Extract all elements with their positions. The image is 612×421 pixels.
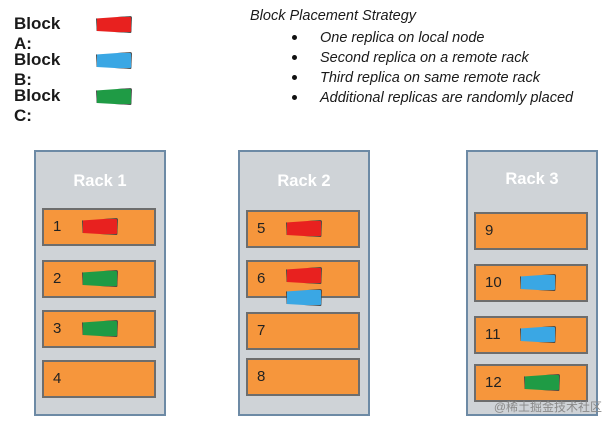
node-8: 8	[246, 358, 360, 396]
strategy-item-text: Second replica on a remote rack	[320, 50, 529, 66]
bullet-icon	[292, 35, 297, 40]
node-blocks	[82, 320, 124, 342]
rack-title: Rack 2	[277, 172, 331, 190]
node-blocks	[520, 326, 562, 348]
rack-2: Rack 2 5 6 7 8	[238, 150, 370, 416]
node-4: 4	[42, 360, 156, 398]
legend-label: Block B:	[14, 50, 61, 89]
node-blocks	[286, 267, 358, 311]
node-12: 12	[474, 364, 588, 402]
node-11: 11	[474, 316, 588, 354]
node-number: 11	[485, 326, 501, 343]
node-5: 5	[246, 210, 360, 248]
rack-1: Rack 1 1 2 3 4	[34, 150, 166, 416]
node-number: 4	[53, 370, 62, 387]
node-blocks	[524, 374, 566, 396]
node-3: 3	[42, 310, 156, 348]
node-number: 10	[485, 274, 502, 291]
node-number: 6	[257, 270, 266, 287]
node-number: 7	[257, 322, 266, 339]
node-blocks	[82, 218, 124, 240]
strategy-item-text: One replica on local node	[320, 30, 485, 46]
block-a	[286, 267, 322, 284]
strategy-item: One replica on local node	[250, 28, 573, 48]
rack-title: Rack 3	[505, 170, 559, 188]
legend-label: Block C:	[14, 86, 61, 125]
strategy-item-text: Additional replicas are randomly placed	[320, 90, 574, 106]
block-b	[520, 274, 556, 291]
node-blocks	[520, 274, 562, 296]
node-number: 9	[485, 222, 494, 239]
node-6: 6	[246, 260, 360, 306]
node-10: 10	[474, 264, 588, 302]
node-blocks	[82, 270, 124, 292]
block-a	[82, 218, 118, 235]
block-a	[286, 220, 322, 237]
bullet-icon	[292, 75, 297, 80]
placement-strategy: Block Placement Strategy One replica on …	[250, 8, 573, 108]
node-number: 5	[257, 220, 266, 237]
node-number: 1	[53, 218, 62, 235]
node-number: 2	[53, 270, 62, 287]
block-c	[82, 320, 118, 337]
node-7: 7	[246, 312, 360, 350]
bullet-icon	[292, 55, 297, 60]
node-2: 2	[42, 260, 156, 298]
node-number: 3	[53, 320, 62, 337]
legend-swatch-blue	[96, 52, 132, 69]
rack-title: Rack 1	[73, 172, 127, 190]
strategy-item-text: Third replica on same remote rack	[320, 70, 540, 86]
rack-3: Rack 3 9 10 11 12	[466, 150, 598, 416]
strategy-item: Additional replicas are randomly placed	[250, 88, 573, 108]
block-c	[82, 270, 118, 287]
block-b	[286, 289, 322, 306]
strategy-item: Second replica on a remote rack	[250, 48, 573, 68]
legend-swatch-green	[96, 88, 132, 105]
node-blocks	[286, 220, 328, 242]
watermark: @稀土掘金技术社区	[493, 400, 602, 414]
node-number: 12	[485, 374, 502, 391]
legend-label: Block A:	[14, 14, 61, 53]
bullet-icon	[292, 95, 297, 100]
strategy-list: One replica on local node Second replica…	[250, 28, 573, 108]
block-c	[524, 374, 560, 391]
block-b	[520, 326, 556, 343]
legend-swatch-red	[96, 16, 132, 33]
node-number: 8	[257, 368, 266, 385]
node-1: 1	[42, 208, 156, 246]
node-9: 9	[474, 212, 588, 250]
strategy-title: Block Placement Strategy	[250, 8, 417, 24]
strategy-item: Third replica on same remote rack	[250, 68, 573, 88]
